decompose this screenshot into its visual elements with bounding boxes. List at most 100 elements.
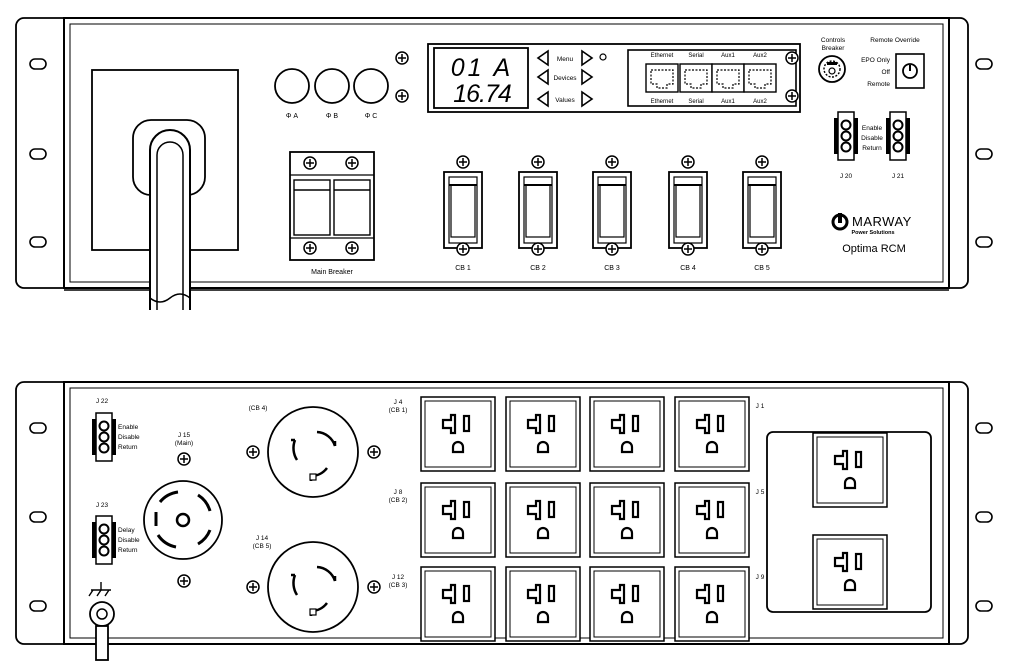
- rear-panel: J 22 Enable Disable Return J 23 Delay Di…: [15, 381, 993, 661]
- outlet-receptacle: [673, 395, 751, 473]
- j20-label: J 20: [840, 173, 853, 180]
- j22-return: Return: [118, 444, 138, 451]
- j20-enable-label: Enable: [862, 125, 883, 132]
- cb-label: CB 2: [530, 265, 546, 272]
- cb-toggle-switch[interactable]: [668, 171, 708, 249]
- screw: [367, 580, 381, 594]
- j23-connector[interactable]: [91, 515, 117, 565]
- devices-left-arrow[interactable]: [536, 68, 549, 86]
- j22-disable: Disable: [118, 434, 140, 441]
- ground-icon: [88, 582, 111, 597]
- cb-1-breaker: CB 1: [443, 155, 483, 272]
- aux2-port[interactable]: [743, 63, 777, 93]
- cb-3-breaker: CB 3: [592, 155, 632, 272]
- j14-sub: (CB 5): [253, 543, 272, 550]
- mount-hole: [975, 511, 993, 523]
- outlet-receptacle: [811, 431, 889, 509]
- mount-hole: [29, 600, 47, 612]
- port-label-bottom: Aux1: [721, 99, 735, 105]
- mount-hole: [975, 422, 993, 434]
- j15-label: J 15: [178, 432, 191, 439]
- cb-2-breaker: CB 2: [518, 155, 558, 272]
- j14-label: J 14: [256, 535, 269, 542]
- port-label-top: Ethernet: [651, 53, 674, 59]
- serial-port[interactable]: [679, 63, 713, 93]
- outlet-receptacle: [504, 481, 582, 559]
- screw: [246, 445, 260, 459]
- menu-right-arrow[interactable]: [581, 49, 594, 67]
- cb-label: CB 5: [754, 265, 770, 272]
- cb-label: CB 1: [455, 265, 471, 272]
- cb-toggle-switch[interactable]: [443, 171, 483, 249]
- j21-connector[interactable]: [885, 111, 911, 161]
- cb-label: CB 3: [604, 265, 620, 272]
- j4-label: J 4: [394, 399, 403, 406]
- values-right-arrow[interactable]: [581, 90, 594, 108]
- j23-return: Return: [118, 547, 138, 554]
- nav-menu-label: Menu: [557, 56, 574, 63]
- ground-lug: [89, 601, 115, 661]
- j23-disable: Disable: [118, 537, 140, 544]
- mount-hole: [975, 148, 993, 160]
- controls-breaker-label-2: Breaker: [822, 45, 846, 52]
- j22-label: J 22: [96, 398, 109, 405]
- j22-connector[interactable]: [91, 412, 117, 462]
- j4-sub: (CB 1): [389, 407, 408, 414]
- outlet-receptacle: [811, 533, 889, 611]
- phase-c-label: Φ C: [365, 113, 378, 120]
- cb-toggle-switch[interactable]: [742, 171, 782, 249]
- screw: [755, 155, 769, 169]
- devices-right-arrow[interactable]: [581, 68, 594, 86]
- screw: [367, 445, 381, 459]
- screw: [785, 89, 799, 103]
- remote-option: Off: [881, 69, 890, 76]
- screw: [246, 580, 260, 594]
- cb-toggle-switch[interactable]: [592, 171, 632, 249]
- j23-delay: Delay: [118, 527, 135, 534]
- j20-return-label: Return: [862, 145, 882, 152]
- remote-override-title: Remote Override: [870, 37, 920, 44]
- phase-b-lamp: [314, 68, 350, 104]
- j12-sub: (CB 3): [389, 582, 408, 589]
- outlet-receptacle: [504, 395, 582, 473]
- marway-logo-icon: [831, 213, 849, 231]
- twistlock-outlet-j14: [266, 540, 360, 634]
- circuit-breakers: CB 1 CB 2 CB 3 CB 4 CB 5: [443, 155, 782, 272]
- screw: [345, 156, 359, 170]
- port-label-top: Aux2: [753, 53, 767, 59]
- cb-label: CB 4: [680, 265, 696, 272]
- menu-left-arrow[interactable]: [536, 49, 549, 67]
- front-panel: Φ A Φ B Φ C 01 A 16.74 Menu Devices Valu…: [15, 17, 993, 310]
- brand-name: MARWAY: [852, 214, 912, 229]
- j12-label: J 12: [392, 574, 405, 581]
- screw: [755, 242, 769, 256]
- mount-hole: [29, 148, 47, 160]
- port-label-top: Aux1: [721, 53, 735, 59]
- outlet-receptacle: [588, 395, 666, 473]
- outlet-receptacle: [673, 481, 751, 559]
- aux1-port[interactable]: [711, 63, 745, 93]
- main-breaker[interactable]: [289, 151, 375, 261]
- screw: [531, 242, 545, 256]
- values-left-arrow[interactable]: [536, 90, 549, 108]
- j20-connector[interactable]: [833, 111, 859, 161]
- outlet-receptacle: [419, 565, 497, 643]
- controls-breaker-label-1: Controls: [821, 37, 846, 44]
- outlet-receptacle: [588, 481, 666, 559]
- port-label-bottom: Serial: [688, 99, 703, 105]
- screw: [177, 452, 191, 466]
- mount-hole: [29, 422, 47, 434]
- cb-toggle-switch[interactable]: [518, 171, 558, 249]
- outlet-receptacle: [419, 395, 497, 473]
- j9-label: J 9: [756, 574, 765, 581]
- screw: [605, 155, 619, 169]
- j22-enable: Enable: [118, 424, 139, 431]
- screw: [303, 156, 317, 170]
- ethernet-port[interactable]: [645, 63, 679, 93]
- duplex-outlet-plate: [766, 431, 932, 613]
- cb-5-breaker: CB 5: [742, 155, 782, 272]
- controls-breaker-button[interactable]: [818, 55, 846, 83]
- screw: [531, 155, 545, 169]
- j23-label: J 23: [96, 502, 109, 509]
